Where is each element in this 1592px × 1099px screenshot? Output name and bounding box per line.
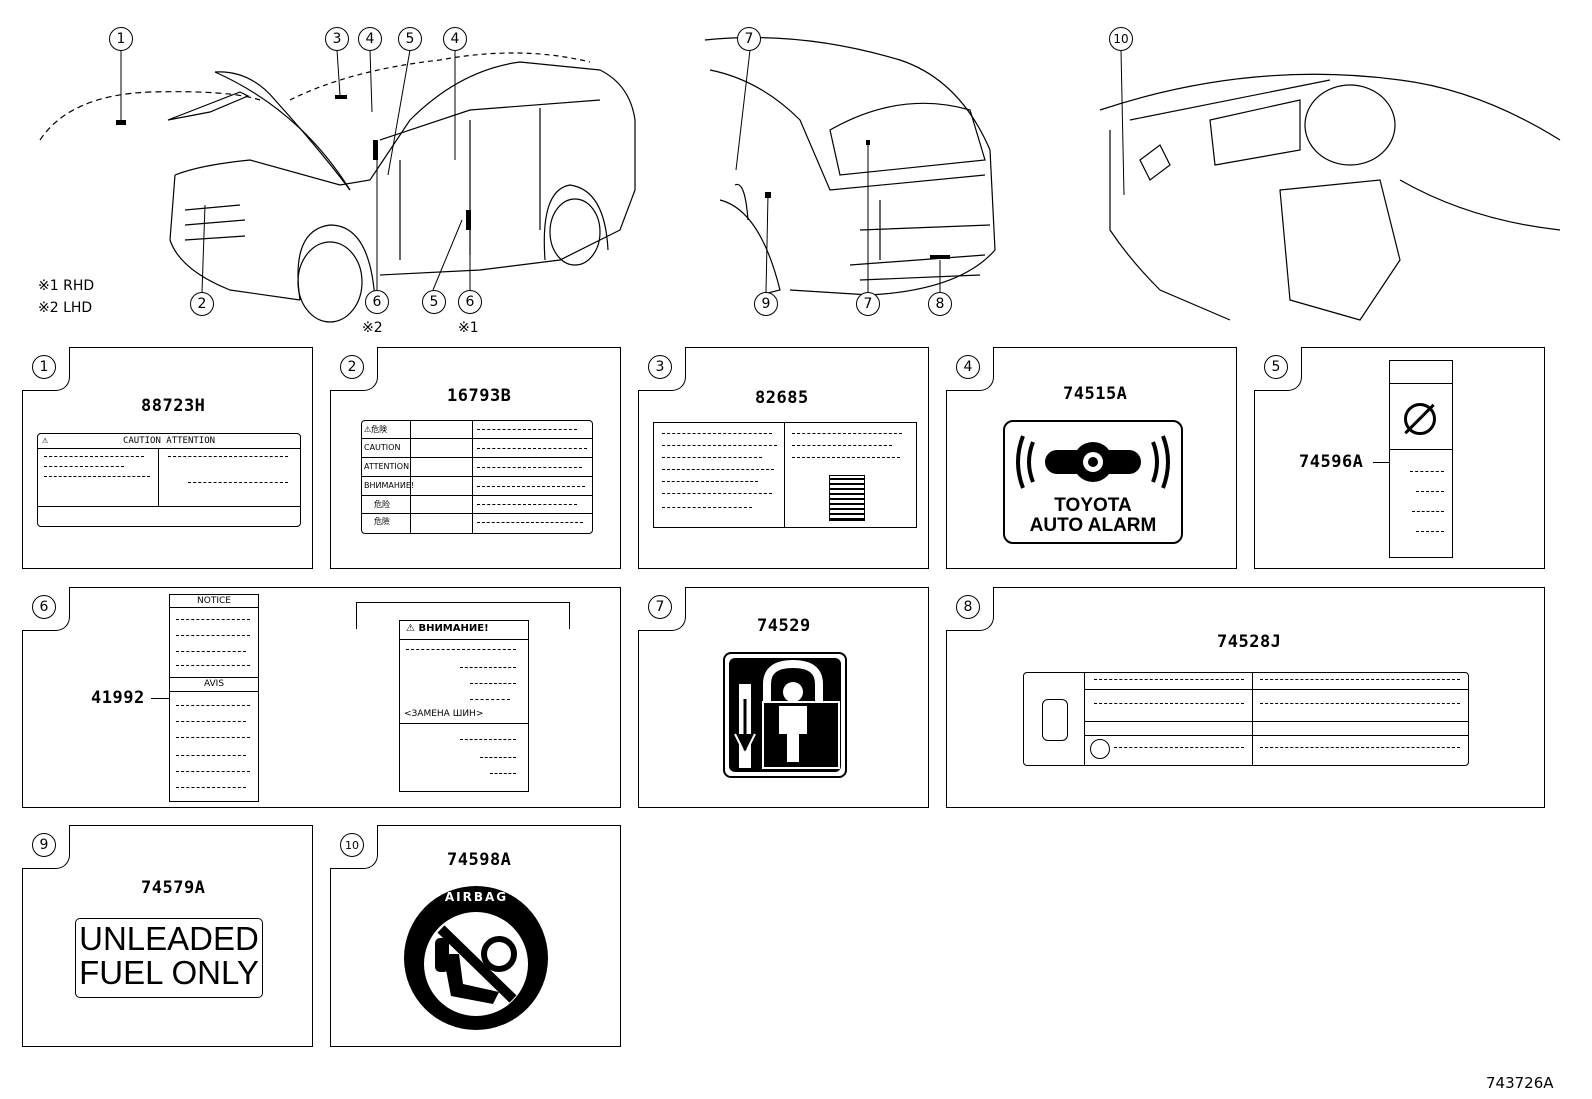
vehicle-overview-drawings bbox=[39, 36, 1561, 323]
panel-5: 5 74596A bbox=[1254, 347, 1545, 569]
callout-4b: 4 bbox=[443, 27, 467, 51]
no-hand-icon bbox=[1090, 739, 1110, 759]
part-number: 74598A bbox=[447, 850, 512, 870]
label-88723h: CAUTION ATTENTION ⚠ bbox=[37, 433, 301, 527]
no-child-seat-icon bbox=[1404, 403, 1436, 435]
mark-rhd: ※1 bbox=[458, 320, 479, 336]
part-number: 74596A bbox=[1299, 452, 1364, 472]
label-header: CAUTION ATTENTION bbox=[38, 434, 300, 449]
panel-8-number: 8 bbox=[956, 595, 980, 619]
panel-4-number: 4 bbox=[956, 355, 980, 379]
panel-7-number: 7 bbox=[648, 595, 672, 619]
callout-7: 7 bbox=[737, 27, 761, 51]
callout-6: 6 bbox=[365, 290, 389, 314]
callout-8: 8 bbox=[928, 292, 952, 316]
variant-bracket bbox=[356, 602, 570, 629]
label-41992: NOTICE AVIS bbox=[169, 594, 259, 802]
label-auto-alarm: TOYOTA AUTO ALARM bbox=[1003, 420, 1183, 544]
note-rhd: ※1 RHD bbox=[38, 278, 95, 294]
panel-4: 4 74515A TOYOTA AUTO ALARM bbox=[946, 347, 1237, 569]
panel-8: 8 74528J bbox=[946, 587, 1545, 808]
note-lhd: ※2 LHD bbox=[38, 300, 93, 316]
panel-10: 10 74598A AIRBAG bbox=[330, 825, 621, 1047]
callout-6b: 6 bbox=[458, 290, 482, 314]
part-number: 82685 bbox=[755, 388, 809, 408]
part-number: 74515A bbox=[1063, 384, 1128, 404]
part-number: 16793B bbox=[447, 386, 512, 406]
callout-7b: 7 bbox=[856, 292, 880, 316]
panel-2-number: 2 bbox=[340, 355, 364, 379]
figure-id: 743726A bbox=[1486, 1074, 1554, 1092]
part-number: 74528J bbox=[1217, 632, 1282, 652]
panel-3: 3 82685 bbox=[638, 347, 929, 569]
callout-1: 1 bbox=[109, 27, 133, 51]
panel-10-number: 10 bbox=[340, 833, 364, 857]
panel-9-number: 9 bbox=[32, 833, 56, 857]
label-82685 bbox=[653, 422, 917, 528]
part-number: 74529 bbox=[757, 616, 811, 636]
callout-5: 5 bbox=[398, 27, 422, 51]
child-lock-icon bbox=[729, 658, 841, 772]
callout-9: 9 bbox=[754, 292, 778, 316]
label-74528j bbox=[1023, 672, 1469, 766]
label-16793b: ⚠危険 CAUTION ATTENTION ВНИМАНИЕ! 危险 危險 bbox=[361, 420, 593, 534]
callout-2: 2 bbox=[190, 292, 214, 316]
panel-3-number: 3 bbox=[648, 355, 672, 379]
part-number: 41992 bbox=[91, 688, 145, 708]
panel-7: 7 74529 bbox=[638, 587, 929, 808]
callout-4: 4 bbox=[358, 27, 382, 51]
part-number: 74579A bbox=[141, 878, 206, 898]
panel-6: 6 41992 NOTICE AVIS ⚠ ВНИМАНИЕ! <ЗАМЕНА … bbox=[22, 587, 621, 808]
label-russian: ⚠ ВНИМАНИЕ! <ЗАМЕНА ШИН> bbox=[399, 620, 529, 792]
label-child-lock bbox=[723, 652, 847, 778]
callout-3: 3 bbox=[325, 27, 349, 51]
part-number: 88723H bbox=[141, 396, 206, 416]
tire-chart-icon bbox=[829, 475, 865, 521]
mark-lhd: ※2 bbox=[362, 320, 383, 336]
panel-9: 9 74579A UNLEADED FUEL ONLY bbox=[22, 825, 313, 1047]
label-unleaded: UNLEADED FUEL ONLY bbox=[75, 918, 263, 998]
panel-1-number: 1 bbox=[32, 355, 56, 379]
airbag-label bbox=[404, 886, 548, 1030]
callout-10: 10 bbox=[1109, 27, 1133, 51]
alarm-icon bbox=[1016, 435, 1170, 489]
warning-icon: ⚠ bbox=[42, 435, 49, 446]
airbag-ring-text: AIRBAG bbox=[444, 890, 509, 904]
callout-5b: 5 bbox=[422, 290, 446, 314]
label-74596a bbox=[1389, 360, 1453, 558]
panel-2: 2 16793B ⚠危険 CAUTION ATTENTION ВНИМАНИЕ!… bbox=[330, 347, 621, 569]
panel-6-number: 6 bbox=[32, 595, 56, 619]
hand-icon bbox=[1042, 699, 1068, 741]
panel-5-number: 5 bbox=[1264, 355, 1288, 379]
panel-1: 1 88723H CAUTION ATTENTION ⚠ bbox=[22, 347, 313, 569]
